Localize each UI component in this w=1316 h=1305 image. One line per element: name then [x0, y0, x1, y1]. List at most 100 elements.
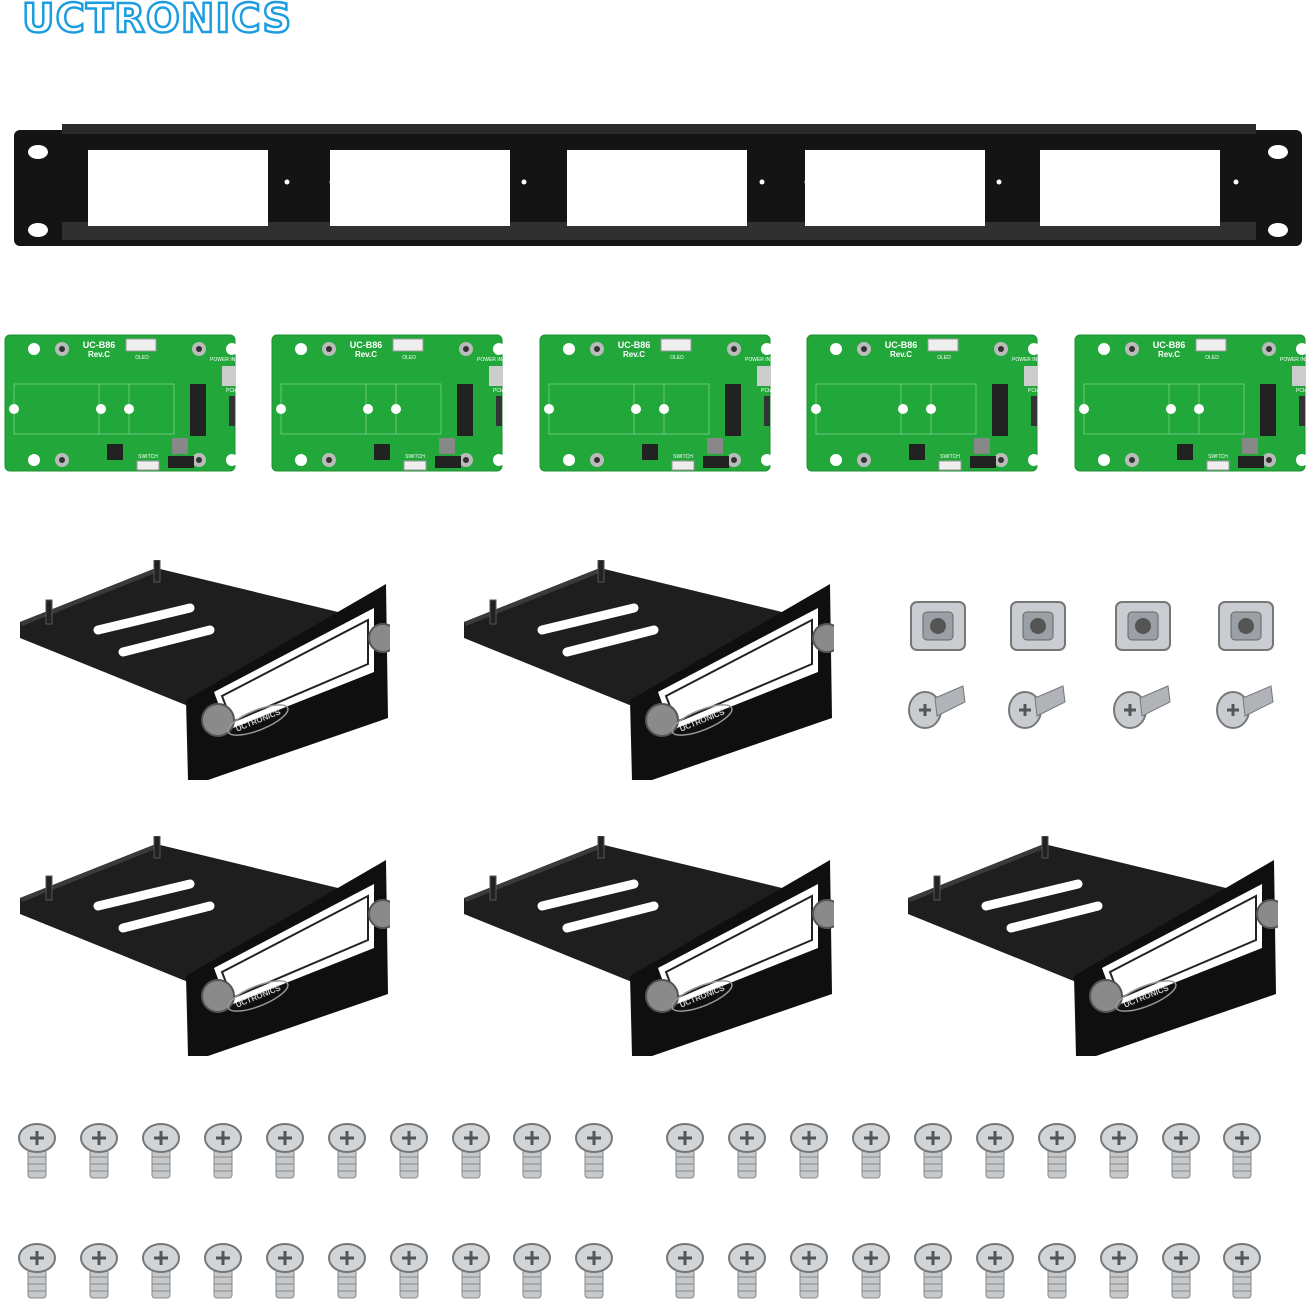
m2-screw [266, 1242, 306, 1300]
cage-nut [1213, 592, 1279, 660]
m2-screw [142, 1122, 182, 1180]
pcb-label-model: UC-B86 [83, 340, 116, 350]
screw-hole [567, 179, 573, 185]
ear-hole [1268, 223, 1288, 237]
m2-screw [914, 1122, 954, 1180]
rack-slot-cutout [1040, 150, 1220, 226]
cage-nut [905, 592, 971, 660]
pcb-label-power-label: POWER IN [1280, 357, 1306, 363]
m2-screw [266, 1122, 306, 1180]
mounting-bracket: UCTRONICS [18, 835, 398, 1058]
pcb-label-power-label: POWER IN [1012, 357, 1038, 363]
rack-slot-cutout [805, 150, 985, 226]
m2-screw [80, 1122, 120, 1180]
pcb-label-switch-label: SWITCH [138, 454, 158, 460]
m2-screw [852, 1242, 892, 1300]
cage-nut [1110, 592, 1176, 660]
pcb-label-switch-label: SWITCH [673, 454, 693, 460]
pcb-board: UC-B86 Rev.C OLED POWER IN PCIe SWITCH [1074, 334, 1308, 472]
screw-hole [91, 179, 97, 185]
pcb-label-model: UC-B86 [1153, 340, 1186, 350]
pcb-label-oled-label: OLED [402, 355, 416, 361]
m2-screw [575, 1122, 615, 1180]
m2-screw [1162, 1242, 1202, 1300]
screw-hole [284, 179, 290, 185]
m2-screw [80, 1242, 120, 1300]
m2-screw [328, 1242, 368, 1300]
pcb-label-oled-label: OLED [135, 355, 149, 361]
screw-hole [521, 179, 527, 185]
mounting-bracket: UCTRONICS [18, 559, 398, 782]
mounting-bracket: UCTRONICS [906, 835, 1286, 1058]
pcb-label-pcie-label: PCIe [1028, 388, 1038, 394]
pcb-label-model: UC-B86 [350, 340, 383, 350]
m2-screw [1100, 1242, 1140, 1300]
m2-screw [976, 1242, 1016, 1300]
m2-screw [1100, 1122, 1140, 1180]
pcb-label-power-label: POWER IN [745, 357, 771, 363]
ear-hole [28, 145, 48, 159]
m2-screw [204, 1122, 244, 1180]
rack-slot-cutout [88, 150, 268, 226]
screw-hole [329, 179, 335, 185]
pcb-label-pcie-label: PCIe [1296, 388, 1306, 394]
m2-screw [1223, 1122, 1263, 1180]
cage-bolt [1110, 680, 1172, 738]
pcb-label-revision: Rev.C [355, 350, 377, 359]
m2-screw [790, 1122, 830, 1180]
screw-hole [996, 179, 1002, 185]
m2-screw [728, 1122, 768, 1180]
cage-nut [1005, 592, 1071, 660]
rack-slot-cutout [330, 150, 510, 226]
ear-hole [28, 223, 48, 237]
m2-screw [18, 1122, 58, 1180]
pcb-label-revision: Rev.C [890, 350, 912, 359]
m2-screw [1038, 1122, 1078, 1180]
pcb-label-oled-label: OLED [937, 355, 951, 361]
pcb-label-revision: Rev.C [88, 350, 110, 359]
cage-bolt [1005, 680, 1067, 738]
pcb-label-power-label: POWER IN [210, 357, 236, 363]
m2-screw [142, 1242, 182, 1300]
rack-slot-cutout [567, 150, 747, 226]
m2-screw [666, 1242, 706, 1300]
pcb-board: UC-B86 Rev.C OLED POWER IN PCIe SWITCH [4, 334, 238, 472]
m2-screw [204, 1242, 244, 1300]
pcb-board: UC-B86 Rev.C OLED POWER IN PCIe SWITCH [539, 334, 773, 472]
pcb-label-pcie-label: PCIe [226, 388, 236, 394]
m2-screw [452, 1242, 492, 1300]
cage-bolt [1213, 680, 1275, 738]
m2-screw [976, 1122, 1016, 1180]
pcb-label-switch-label: SWITCH [1208, 454, 1228, 460]
screw-hole [1041, 179, 1047, 185]
pcb-label-switch-label: SWITCH [405, 454, 425, 460]
m2-screw [328, 1122, 368, 1180]
m2-screw [513, 1242, 553, 1300]
m2-screw [914, 1242, 954, 1300]
pcb-label-revision: Rev.C [623, 350, 645, 359]
pcb-label-oled-label: OLED [1205, 355, 1219, 361]
pcb-board: UC-B86 Rev.C OLED POWER IN PCIe SWITCH [806, 334, 1040, 472]
pcb-label-switch-label: SWITCH [940, 454, 960, 460]
pcb-board: UC-B86 Rev.C OLED POWER IN PCIe SWITCH [271, 334, 505, 472]
mounting-bracket: UCTRONICS [462, 559, 842, 782]
pcb-label-pcie-label: PCIe [493, 388, 503, 394]
m2-screw [728, 1242, 768, 1300]
m2-screw [790, 1242, 830, 1300]
m2-screw [666, 1122, 706, 1180]
pcb-label-pcie-label: PCIe [761, 388, 771, 394]
screw-hole [759, 179, 765, 185]
mounting-bracket: UCTRONICS [462, 835, 842, 1058]
m2-screw [390, 1122, 430, 1180]
m2-screw [452, 1122, 492, 1180]
pcb-label-power-label: POWER IN [477, 357, 503, 363]
brand-logo: UCTRONICS [21, 0, 293, 43]
ear-hole [1268, 145, 1288, 159]
m2-screw [575, 1242, 615, 1300]
m2-screw [390, 1242, 430, 1300]
cage-bolt [905, 680, 967, 738]
m2-screw [852, 1122, 892, 1180]
m2-screw [1162, 1122, 1202, 1180]
m2-screw [513, 1122, 553, 1180]
pcb-label-oled-label: OLED [670, 355, 684, 361]
